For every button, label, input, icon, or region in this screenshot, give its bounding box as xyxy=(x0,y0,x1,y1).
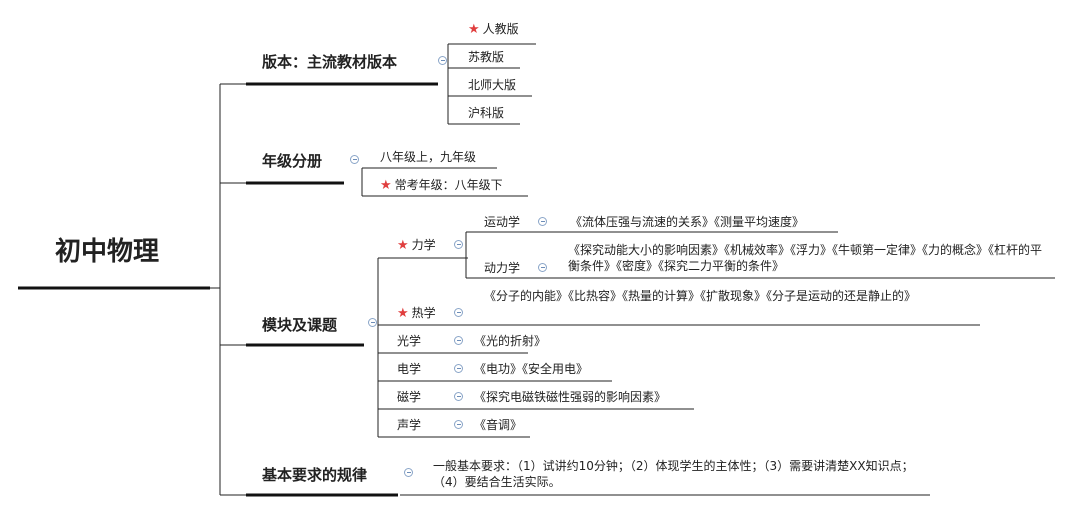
version-item-hk[interactable]: 沪科版 xyxy=(468,106,505,120)
magnetism-topics: 《探究电磁铁磁性强弱的影响因素》 xyxy=(474,390,667,404)
module-electricity[interactable]: 电学 xyxy=(397,362,422,376)
collapse-icon[interactable] xyxy=(454,420,463,429)
dynamics-topics: 《探究动能大小的影响因素》《机械效率》《浮力》《牛顿第一定律》《力的概念》《杠杆… xyxy=(568,243,1043,273)
root-topic[interactable]: 初中物理 xyxy=(55,237,160,267)
collapse-icon[interactable] xyxy=(454,308,463,317)
collapse-icon[interactable] xyxy=(438,56,447,65)
grade-item-exam[interactable]: ★常考年级：八年级下 xyxy=(380,178,503,193)
collapse-icon[interactable] xyxy=(368,318,377,327)
version-item-sj[interactable]: 苏教版 xyxy=(468,50,505,64)
collapse-icon[interactable] xyxy=(538,217,547,226)
branch-grade[interactable]: 年级分册 xyxy=(262,152,323,170)
collapse-icon[interactable] xyxy=(454,336,463,345)
star-icon: ★ xyxy=(397,306,409,321)
module-heat[interactable]: ★热学 xyxy=(397,306,436,321)
module-optics[interactable]: 光学 xyxy=(397,334,422,348)
grade-item-regular[interactable]: 八年级上，九年级 xyxy=(380,150,477,164)
branch-requirements[interactable]: 基本要求的规律 xyxy=(262,466,368,484)
module-mechanics[interactable]: ★力学 xyxy=(397,238,436,253)
star-icon: ★ xyxy=(468,22,480,37)
collapse-icon[interactable] xyxy=(404,468,413,477)
optics-topics: 《光的折射》 xyxy=(474,334,547,348)
module-magnetism[interactable]: 磁学 xyxy=(397,390,422,404)
kinematics-topics: 《流体压强与流速的关系》《测量平均速度》 xyxy=(570,215,805,229)
heat-topics: 《分子的内能》《比热容》《热量的计算》《扩散现象》《分子是运动的还是静止的》 xyxy=(484,289,917,303)
mechanics-dynamics[interactable]: 动力学 xyxy=(484,261,521,275)
version-item-pej[interactable]: ★人教版 xyxy=(468,22,519,37)
module-acoustics[interactable]: 声学 xyxy=(397,418,422,432)
collapse-icon[interactable] xyxy=(454,364,463,373)
branch-version[interactable]: 版本：主流教材版本 xyxy=(262,53,398,71)
version-item-bsd[interactable]: 北师大版 xyxy=(468,78,517,92)
acoustics-topics: 《音调》 xyxy=(474,418,523,432)
collapse-icon[interactable] xyxy=(454,240,463,249)
branch-modules[interactable]: 模块及课题 xyxy=(262,316,338,334)
collapse-icon[interactable] xyxy=(454,392,463,401)
electricity-topics: 《电功》《安全用电》 xyxy=(474,362,589,376)
star-icon: ★ xyxy=(397,238,409,253)
mechanics-kinematics[interactable]: 运动学 xyxy=(484,215,521,229)
star-icon: ★ xyxy=(380,178,392,193)
requirements-text: 一般基本要求：（1）试讲约10分钟；（2）体现学生的主体性；（3）需要讲清楚XX… xyxy=(433,459,914,489)
collapse-icon[interactable] xyxy=(350,155,359,164)
collapse-icon[interactable] xyxy=(538,263,547,272)
